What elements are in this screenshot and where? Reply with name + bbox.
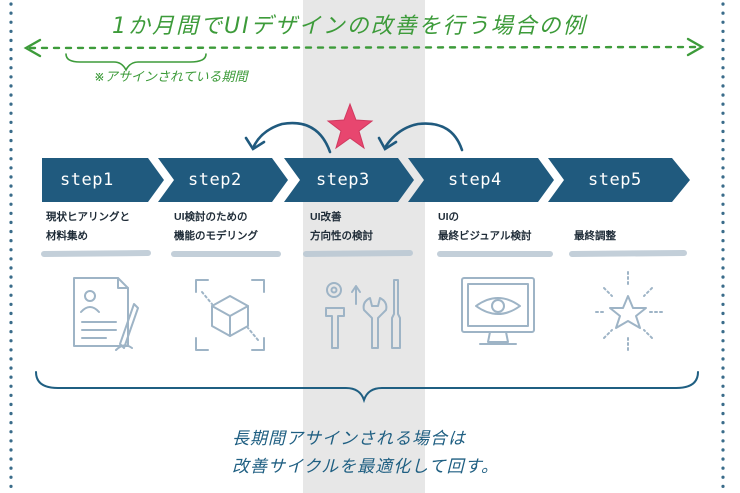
step1-line2: 材料集め (46, 230, 88, 242)
tools-icon (325, 279, 401, 349)
step4-label: step4 (448, 170, 502, 190)
star-icon (326, 102, 374, 150)
right-dotted-border (718, 0, 728, 493)
step5-description: 最終調整 (574, 227, 616, 246)
bottom-text-line2: 改善サイクルを最適化して回す。 (232, 457, 499, 477)
step3-line1: UI改善 (310, 211, 342, 223)
step3-line2: 方向性の検討 (310, 230, 373, 242)
step3-chevron (284, 158, 414, 202)
step1-description: 現状ヒアリングと 材料集め (46, 208, 130, 246)
step4-line1: UIの (438, 211, 459, 223)
step3-description: UI改善 方向性の検討 (310, 208, 373, 246)
step1-chevron (42, 158, 164, 202)
step2-line2: 機能のモデリング (174, 230, 258, 242)
step5-chevron (548, 158, 690, 202)
step2-label: step2 (188, 170, 242, 190)
step4-description: UIの 最終ビジュアル検討 (438, 208, 531, 246)
monitor-eye-icon (461, 277, 535, 345)
step-chevrons (42, 158, 690, 202)
period-arrow (23, 37, 705, 72)
document-person-icon (73, 277, 139, 351)
page-title: 1か月間でUIデザインの改善を行う場合の例 (112, 14, 587, 39)
step2-chevron (158, 158, 288, 202)
cube-frame-icon (195, 279, 265, 351)
sparkle-star-icon (595, 271, 663, 353)
step3-highlight-band (303, 0, 425, 493)
bottom-text-line1: 長期間アサインされる場合は (232, 429, 466, 449)
step4-line2: 最終ビジュアル検討 (438, 230, 532, 242)
step1-line1: 現状ヒアリングと (46, 211, 130, 223)
step2-line1: UI検討のための (174, 211, 248, 223)
assigned-period-note: ※アサインされている期間 (94, 70, 248, 85)
left-dotted-border (6, 0, 16, 493)
step5-label: step5 (588, 170, 642, 190)
step1-label: step1 (60, 170, 114, 190)
underline-strokes (41, 250, 687, 257)
feedback-arrows (244, 102, 464, 154)
step4-chevron (408, 158, 554, 202)
step-icons (73, 271, 663, 353)
step5-line1: 最終調整 (574, 230, 616, 242)
step3-label: step3 (316, 170, 370, 190)
bottom-brace (35, 371, 699, 404)
step2-description: UI検討のための 機能のモデリング (174, 208, 258, 246)
